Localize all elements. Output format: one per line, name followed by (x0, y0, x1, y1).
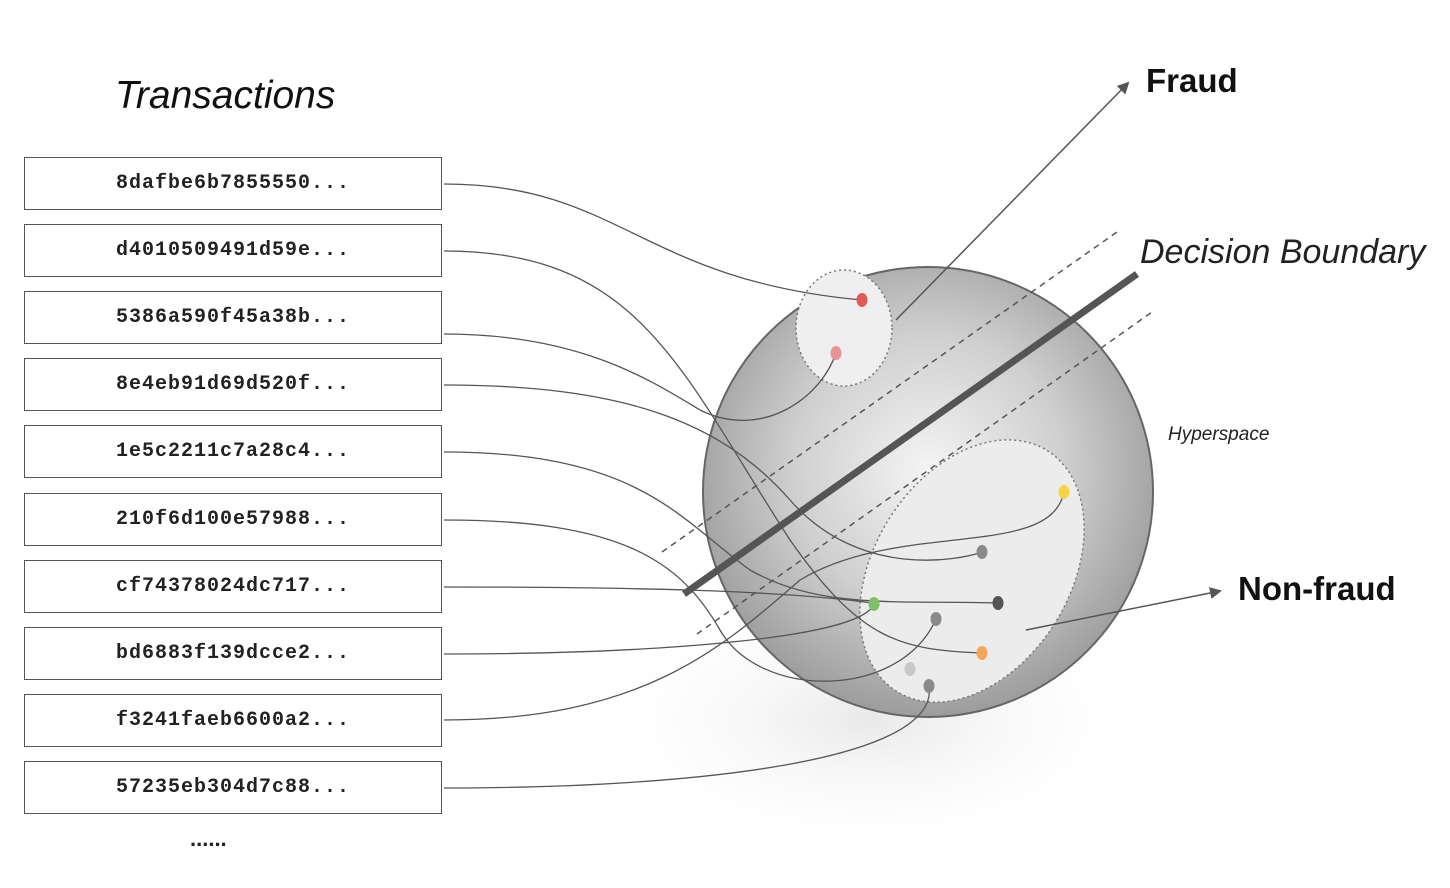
fraud-arrow (895, 81, 1130, 321)
nonfraud-label: Non-fraud (1238, 570, 1396, 607)
nonfraud-point-yellow (1058, 485, 1070, 499)
connector-2 (443, 250, 983, 654)
connector-10 (443, 685, 930, 789)
margin-line-upper (661, 231, 1118, 553)
transaction-box: cf74378024dc717... (24, 560, 442, 613)
nonfraud-point-dark (992, 596, 1004, 610)
decision-boundary-label: Decision Boundary (1140, 233, 1426, 271)
transaction-connectors (443, 183, 1065, 789)
connector-7 (443, 586, 873, 604)
margin-line-lower (696, 311, 1153, 635)
nonfraud-point-gray-3 (923, 679, 935, 693)
nonfraud-point-gray-1 (976, 545, 988, 559)
nonfraud-arrow (1025, 587, 1222, 631)
nonfraud-point-light (904, 662, 916, 676)
connector-8 (443, 603, 875, 655)
transaction-box: f3241faeb6600a2... (24, 694, 442, 747)
transaction-box: 8dafbe6b7855550... (24, 157, 442, 210)
decision-boundary-line (681, 271, 1140, 597)
transactions-title: Transactions (115, 74, 336, 117)
connector-9 (443, 491, 1065, 721)
transaction-box: 8e4eb91d69d520f... (24, 358, 442, 411)
more-transactions-indicator: ...... (190, 826, 227, 851)
fraud-point-1 (856, 293, 868, 307)
connector-3 (443, 333, 837, 421)
transaction-box: 1e5c2211c7a28c4... (24, 425, 442, 478)
nonfraud-point-orange (976, 646, 988, 660)
connector-6 (443, 519, 937, 682)
connector-5 (443, 451, 999, 604)
fraud-label: Fraud (1146, 62, 1238, 99)
data-points (830, 293, 1070, 693)
transaction-box: d4010509491d59e... (24, 224, 442, 277)
transaction-box: bd6883f139dcce2... (24, 627, 442, 680)
nonfraud-point-gray-2 (930, 612, 942, 626)
transaction-box: 57235eb304d7c88... (24, 761, 442, 814)
transaction-box: 210f6d100e57988... (24, 493, 442, 546)
connector-4 (443, 384, 983, 561)
fraud-cluster (795, 269, 893, 387)
fraud-point-2 (830, 346, 842, 360)
nonfraud-cluster (859, 439, 1085, 703)
connector-1 (443, 183, 863, 301)
hyperspace-label: Hyperspace (1168, 424, 1270, 445)
nonfraud-point-green (868, 597, 880, 611)
transaction-box: 5386a590f45a38b... (24, 291, 442, 344)
